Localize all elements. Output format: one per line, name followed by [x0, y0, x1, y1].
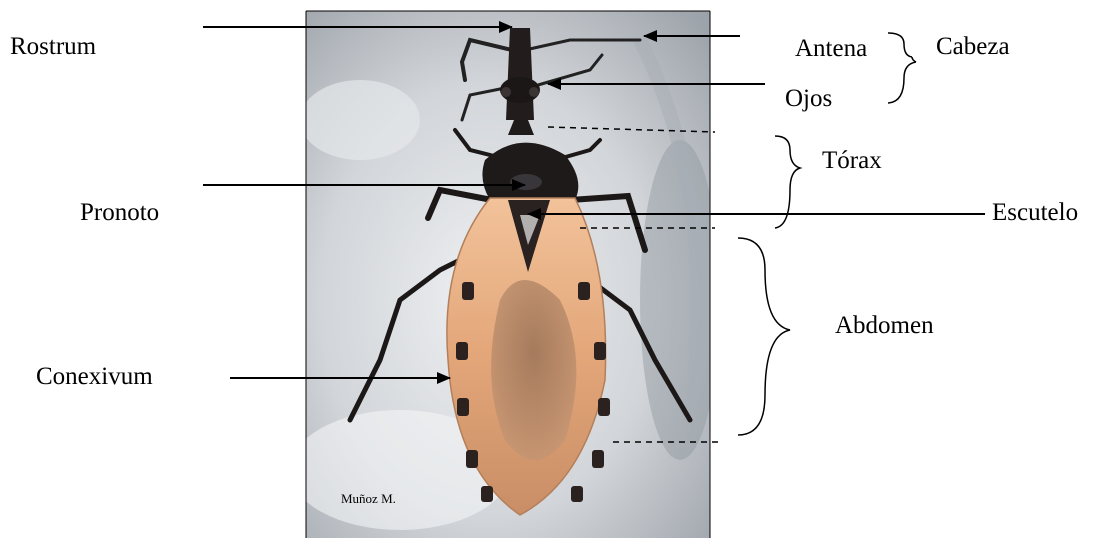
label-ojos: Ojos [785, 86, 832, 111]
label-antena: Antena [795, 36, 867, 61]
label-pronoto: Pronoto [80, 200, 159, 225]
brace-abdomen [738, 238, 790, 435]
brace-cabeza-bottom [888, 62, 916, 103]
label-escutelo: Escutelo [992, 200, 1078, 225]
label-torax: Tórax [822, 148, 882, 173]
label-cabeza: Cabeza [936, 34, 1010, 59]
label-abdomen: Abdomen [835, 313, 934, 338]
brace-cabeza-top [888, 33, 912, 57]
photo-credit: Muñoz M. [341, 492, 396, 505]
label-rostrum: Rostrum [10, 34, 96, 59]
insect-photo [290, 11, 720, 538]
label-conexivum: Conexivum [36, 364, 153, 389]
